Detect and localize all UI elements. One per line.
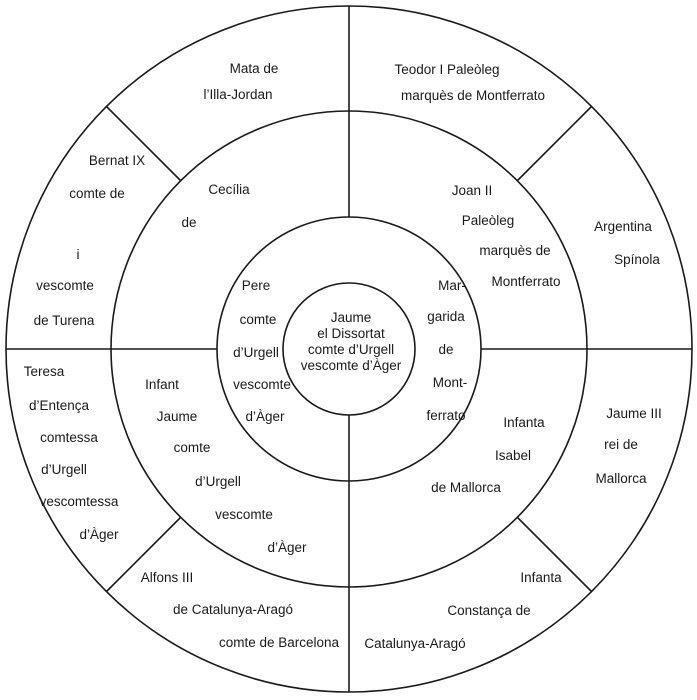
ring3-bru-line-3: Mallorca <box>595 471 647 486</box>
divider-diag-bottom-right <box>516 516 593 593</box>
ring2-bl-line-4: d’Urgell <box>195 474 241 489</box>
ring1-left-line-5: d’Àger <box>245 409 285 424</box>
ring3-bru-line-1: Jaume III <box>606 406 662 421</box>
ring2-bl-line-5: vescomte <box>215 507 273 522</box>
ring3-trl-line-1: Argentina <box>594 219 652 234</box>
center-line-1: Jaume <box>331 310 372 325</box>
ring3-tlu-line-2: l’Illa-Jordan <box>203 87 272 102</box>
ring1-left-line-3: d’Urgell <box>233 345 279 360</box>
ring1-right-line-2: garida <box>427 309 465 324</box>
ring2-br-line-2: Isabel <box>495 448 531 463</box>
ring1-left-line-1: Pere <box>242 278 271 293</box>
ring3-trl-line-2: Spínola <box>614 252 660 267</box>
ring1-left-line-4: vescomte <box>233 377 291 392</box>
center-line-3: comte d’Urgell <box>308 342 394 357</box>
ring1-right-line-3: de <box>438 342 453 357</box>
ring3-tll-line-1: Bernat IX <box>89 153 145 168</box>
ring3-blu-line-6: d’Àger <box>79 527 119 542</box>
ring2-bl-line-1: Infant <box>145 377 179 392</box>
ring2-br-line-3: de Mallorca <box>431 480 501 495</box>
ring3-blu-line-3: comtessa <box>40 430 98 445</box>
ring2-bl-line-3: comte <box>174 440 211 455</box>
ring3-tru-line-2: marquès de Montferrato <box>401 88 545 103</box>
center-line-2: el Dissortat <box>317 326 385 341</box>
ring2-tl-line-2: de <box>181 215 196 230</box>
ring2-br-line-1: Infanta <box>503 415 545 430</box>
ring1-right-line-4: Mont- <box>433 375 468 390</box>
ring3-tll-line-2: comte de <box>69 186 125 201</box>
ring3-brl-line-2: Constança de <box>447 603 530 618</box>
ring3-blu-line-1: Teresa <box>24 364 65 379</box>
ring3-bll-line-3: comte de Barcelona <box>219 635 340 650</box>
ring2-tr-line-2: Paleòleg <box>462 213 515 228</box>
divider-diag-top-right <box>516 105 593 182</box>
ring1-right-line-5: ferrato <box>426 408 465 423</box>
ring3-tll-line-5: de Turena <box>34 313 95 328</box>
ring3-brl-line-1: Infanta <box>520 570 562 585</box>
ring3-brl-line-3: Catalunya-Aragó <box>364 636 465 651</box>
ring1-right-line-1: Mar- <box>438 278 466 293</box>
ring3-bll-line-1: Alfons III <box>141 570 194 585</box>
ring1-left-line-2: comte <box>240 312 277 327</box>
ring3-tll-line-4: vescomte <box>36 278 94 293</box>
ring3-tll-line-3: i <box>77 247 80 262</box>
ring2-tr-line-3: marquès de <box>479 243 550 258</box>
divider-diag-bottom-left <box>105 516 182 593</box>
ring2-tr-line-4: Montferrato <box>491 274 560 289</box>
ring3-bll-line-2: de Catalunya-Aragó <box>173 602 293 617</box>
divider-diag-top-left <box>105 105 182 182</box>
ring2-bl-line-6: d’Àger <box>267 540 307 555</box>
ring2-bl-line-2: Jaume <box>157 409 198 424</box>
ring2-tl-line-1: Cecília <box>208 182 250 197</box>
ring2-tr-line-1: Joan II <box>452 183 493 198</box>
ring3-tru-line-1: Teodor I Paleòleg <box>394 62 499 77</box>
ring3-blu-line-2: d’Entença <box>29 398 90 413</box>
ring3-bru-line-2: rei de <box>604 437 638 452</box>
center-line-4: vescomte d’Àger <box>301 358 402 373</box>
ring3-blu-line-4: d’Urgell <box>41 462 87 477</box>
ring3-blu-line-5: vescomtessa <box>40 494 119 509</box>
ring3-tlu-line-1: Mata de <box>230 61 279 76</box>
